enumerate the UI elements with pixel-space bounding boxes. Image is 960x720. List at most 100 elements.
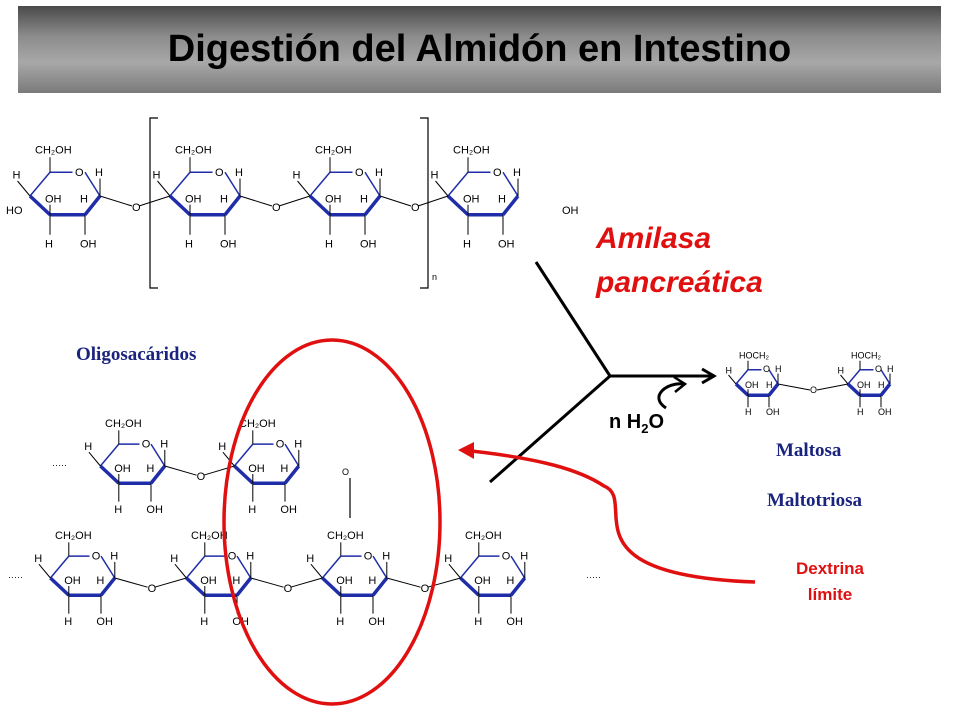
svg-text:·····: ····· <box>586 572 601 582</box>
svg-text:H: H <box>498 193 506 205</box>
limit-dextrin-label-line1: Dextrina <box>796 559 865 578</box>
svg-text:OH: OH <box>248 463 265 475</box>
svg-text:H: H <box>248 504 256 516</box>
svg-text:OH: OH <box>200 575 217 587</box>
svg-text:CH₂OH: CH₂OH <box>315 145 352 157</box>
water-label: n H2O <box>609 411 664 436</box>
svg-text:CH₂OH: CH₂OH <box>453 145 490 157</box>
svg-text:H: H <box>520 551 528 563</box>
svg-text:O: O <box>284 583 293 595</box>
water-hook-arrow <box>657 382 684 410</box>
svg-text:CH₂OH: CH₂OH <box>465 530 502 542</box>
svg-text:H: H <box>444 553 452 565</box>
svg-text:O: O <box>272 202 281 214</box>
svg-text:H: H <box>84 441 92 453</box>
svg-text:H: H <box>325 238 333 250</box>
reaction-arrow <box>489 261 717 484</box>
svg-text:H: H <box>726 366 733 376</box>
svg-text:H: H <box>34 553 42 565</box>
limit-dextrin-label-line2: límite <box>808 585 852 604</box>
svg-text:H: H <box>80 193 88 205</box>
svg-text:·····: ····· <box>52 460 67 470</box>
svg-text:H: H <box>431 170 439 182</box>
svg-text:H: H <box>246 551 254 563</box>
svg-text:H: H <box>95 167 103 179</box>
limit-dextrin-highlight-circle <box>222 338 442 706</box>
svg-text:H: H <box>146 463 154 475</box>
svg-text:OH: OH <box>474 575 491 587</box>
svg-text:·····: ····· <box>8 572 23 582</box>
svg-text:OH: OH <box>45 193 62 205</box>
svg-text:HO: HO <box>6 205 23 217</box>
page-title: Digestión del Almidón en Intestino <box>167 28 792 70</box>
svg-text:O: O <box>355 167 364 179</box>
svg-text:H: H <box>306 553 314 565</box>
maltotriose-label: Maltotriosa <box>767 490 862 511</box>
svg-text:O: O <box>875 364 882 374</box>
svg-text:OH: OH <box>878 407 892 417</box>
repeat-n: n <box>432 272 437 282</box>
svg-text:H: H <box>235 167 243 179</box>
svg-text:H: H <box>878 380 885 390</box>
svg-text:H: H <box>513 167 521 179</box>
svg-text:H: H <box>857 407 864 417</box>
svg-text:O: O <box>276 439 285 451</box>
svg-text:H: H <box>64 616 72 628</box>
svg-text:O: O <box>228 551 237 563</box>
svg-text:H: H <box>766 380 773 390</box>
svg-text:O: O <box>148 583 157 595</box>
svg-text:H: H <box>745 407 752 417</box>
svg-text:H: H <box>506 575 514 587</box>
svg-text:O: O <box>763 364 770 374</box>
limit-dextrin-pointer-arrow <box>458 442 756 584</box>
svg-text:HOCH₂: HOCH₂ <box>851 351 881 361</box>
svg-text:OH: OH <box>280 504 297 516</box>
svg-text:H: H <box>200 616 208 628</box>
maltose-label: Maltosa <box>776 440 842 461</box>
enzyme-label-line2: pancreática <box>595 266 763 299</box>
svg-text:O: O <box>197 471 206 483</box>
svg-text:H: H <box>838 366 845 376</box>
svg-text:CH₂OH: CH₂OH <box>175 145 212 157</box>
svg-text:H: H <box>368 575 376 587</box>
svg-text:O: O <box>493 167 502 179</box>
svg-text:CH₂OH: CH₂OH <box>239 418 276 430</box>
svg-text:OH: OH <box>766 407 780 417</box>
svg-text:H: H <box>336 616 344 628</box>
svg-text:OH: OH <box>64 575 81 587</box>
svg-text:H: H <box>96 575 104 587</box>
svg-text:H: H <box>218 441 226 453</box>
svg-text:H: H <box>45 238 53 250</box>
svg-text:OH: OH <box>506 616 523 628</box>
svg-text:O: O <box>502 551 511 563</box>
svg-text:O: O <box>142 439 151 451</box>
svg-text:H: H <box>280 463 288 475</box>
svg-text:H: H <box>360 193 368 205</box>
svg-text:O: O <box>215 167 224 179</box>
svg-text:OH: OH <box>857 380 871 390</box>
svg-text:CH₂OH: CH₂OH <box>105 418 142 430</box>
svg-text:O: O <box>810 385 817 395</box>
svg-text:H: H <box>375 167 383 179</box>
svg-text:H: H <box>13 170 21 182</box>
oligosaccharides-label: Oligosacáridos <box>76 344 196 365</box>
svg-text:OH: OH <box>220 238 237 250</box>
enzyme-label-line1: Amilasa <box>595 222 711 255</box>
svg-text:O: O <box>342 467 349 477</box>
svg-text:H: H <box>474 616 482 628</box>
svg-text:OH: OH <box>368 616 385 628</box>
svg-text:CH₂OH: CH₂OH <box>327 530 364 542</box>
svg-text:H: H <box>153 170 161 182</box>
svg-text:H: H <box>232 575 240 587</box>
svg-text:H: H <box>110 551 118 563</box>
